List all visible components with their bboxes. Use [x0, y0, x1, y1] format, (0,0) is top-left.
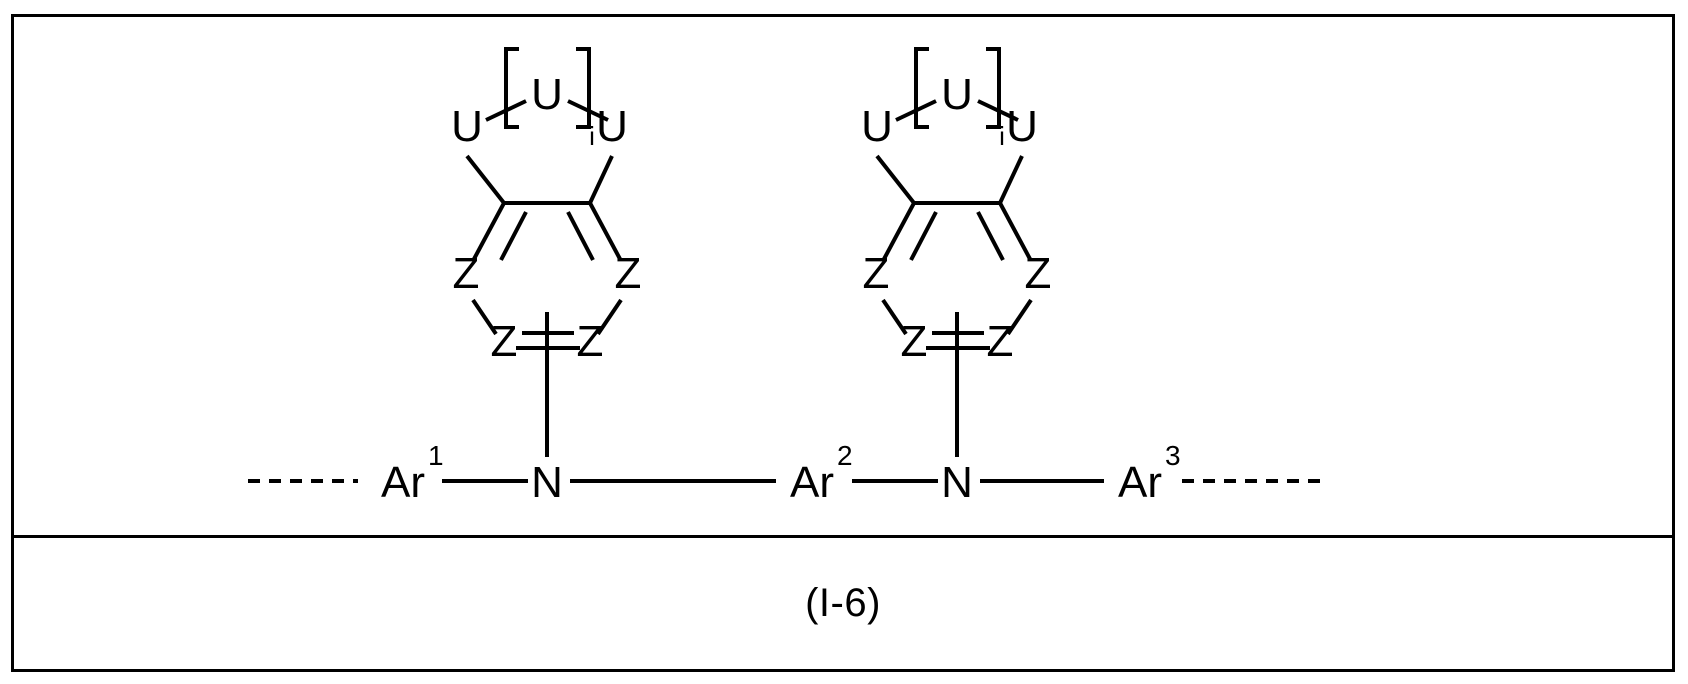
atom-ar1-superscript: 1 — [428, 440, 444, 471]
atom-z-upper-left-2: Z — [863, 249, 890, 298]
atom-u-left-2: U — [861, 102, 893, 151]
bracket-right-arm — [576, 47, 591, 129]
bracket-left-arm — [504, 47, 519, 129]
figure-caption: (I-6) — [805, 581, 881, 625]
bracket-subscript-i-2: i — [999, 121, 1005, 151]
bond-uleft-ring-2 — [875, 154, 916, 205]
bond-zur-zlr-2 — [1006, 298, 1033, 336]
atom-u-right-2: U — [1006, 102, 1038, 151]
atom-z-lower-right: Z — [577, 317, 604, 366]
backbone-chain: Ar 1 N Ar 2 N Ar 3 — [248, 440, 1324, 507]
bond-uright-ring — [588, 155, 614, 204]
bond-ring-right-inner-2 — [976, 211, 1005, 261]
bond-zur-zlr — [596, 298, 623, 336]
atom-z-upper-right-2: Z — [1025, 249, 1052, 298]
bracket-right-arm-2 — [986, 47, 1001, 129]
bond-ring-left-inner — [499, 211, 528, 261]
bond-ring-left-outer-2 — [882, 202, 916, 260]
bond-uleft-uapex — [485, 99, 527, 122]
bond-ring-right-outer-2 — [998, 202, 1032, 260]
atom-u-right: U — [596, 102, 628, 151]
bond-uleft-ring — [465, 154, 506, 205]
atom-z-lower-left: Z — [491, 317, 518, 366]
bond-ring-right-outer — [588, 202, 622, 260]
atom-z-upper-right: Z — [615, 249, 642, 298]
atom-u-apex: U — [531, 70, 563, 119]
atom-ar3-superscript: 3 — [1165, 440, 1181, 471]
atom-ar2-superscript: 2 — [837, 440, 853, 471]
atom-u-apex-2: U — [941, 70, 973, 119]
ring-group-right: U i U U Z Z Z Z — [861, 47, 1052, 457]
bond-zul-zll — [471, 298, 498, 336]
chemical-structure-svg: U i U U — [248, 47, 1324, 507]
structure-pane: U i U U — [14, 17, 1672, 538]
bond-uapex-uright — [567, 99, 609, 122]
atom-ar1-label: Ar — [381, 458, 425, 507]
bond-uapex-uright-2 — [977, 99, 1019, 122]
bond-uright-ring-2 — [998, 155, 1024, 204]
atom-z-lower-left-2: Z — [901, 317, 928, 366]
atom-n2-label: N — [941, 458, 973, 507]
figure-frame: U i U U — [11, 14, 1675, 672]
atom-n1-label: N — [531, 458, 563, 507]
bond-ring-left-inner-2 — [909, 211, 938, 261]
caption-pane: (I-6) — [14, 538, 1672, 669]
bond-zul-zll-2 — [881, 298, 908, 336]
bracket-left-arm-2 — [914, 47, 929, 129]
bracket-subscript-i: i — [589, 121, 595, 151]
atom-z-upper-left: Z — [453, 249, 480, 298]
atom-z-lower-right-2: Z — [987, 317, 1014, 366]
bond-ring-right-inner — [566, 211, 595, 261]
ring-group-left: U i U U — [451, 47, 642, 457]
bond-uleft-uapex-2 — [895, 99, 937, 122]
atom-u-left: U — [451, 102, 483, 151]
bond-ring-left-outer — [472, 202, 506, 260]
atom-ar2-label: Ar — [790, 458, 834, 507]
atom-ar3-label: Ar — [1118, 458, 1162, 507]
